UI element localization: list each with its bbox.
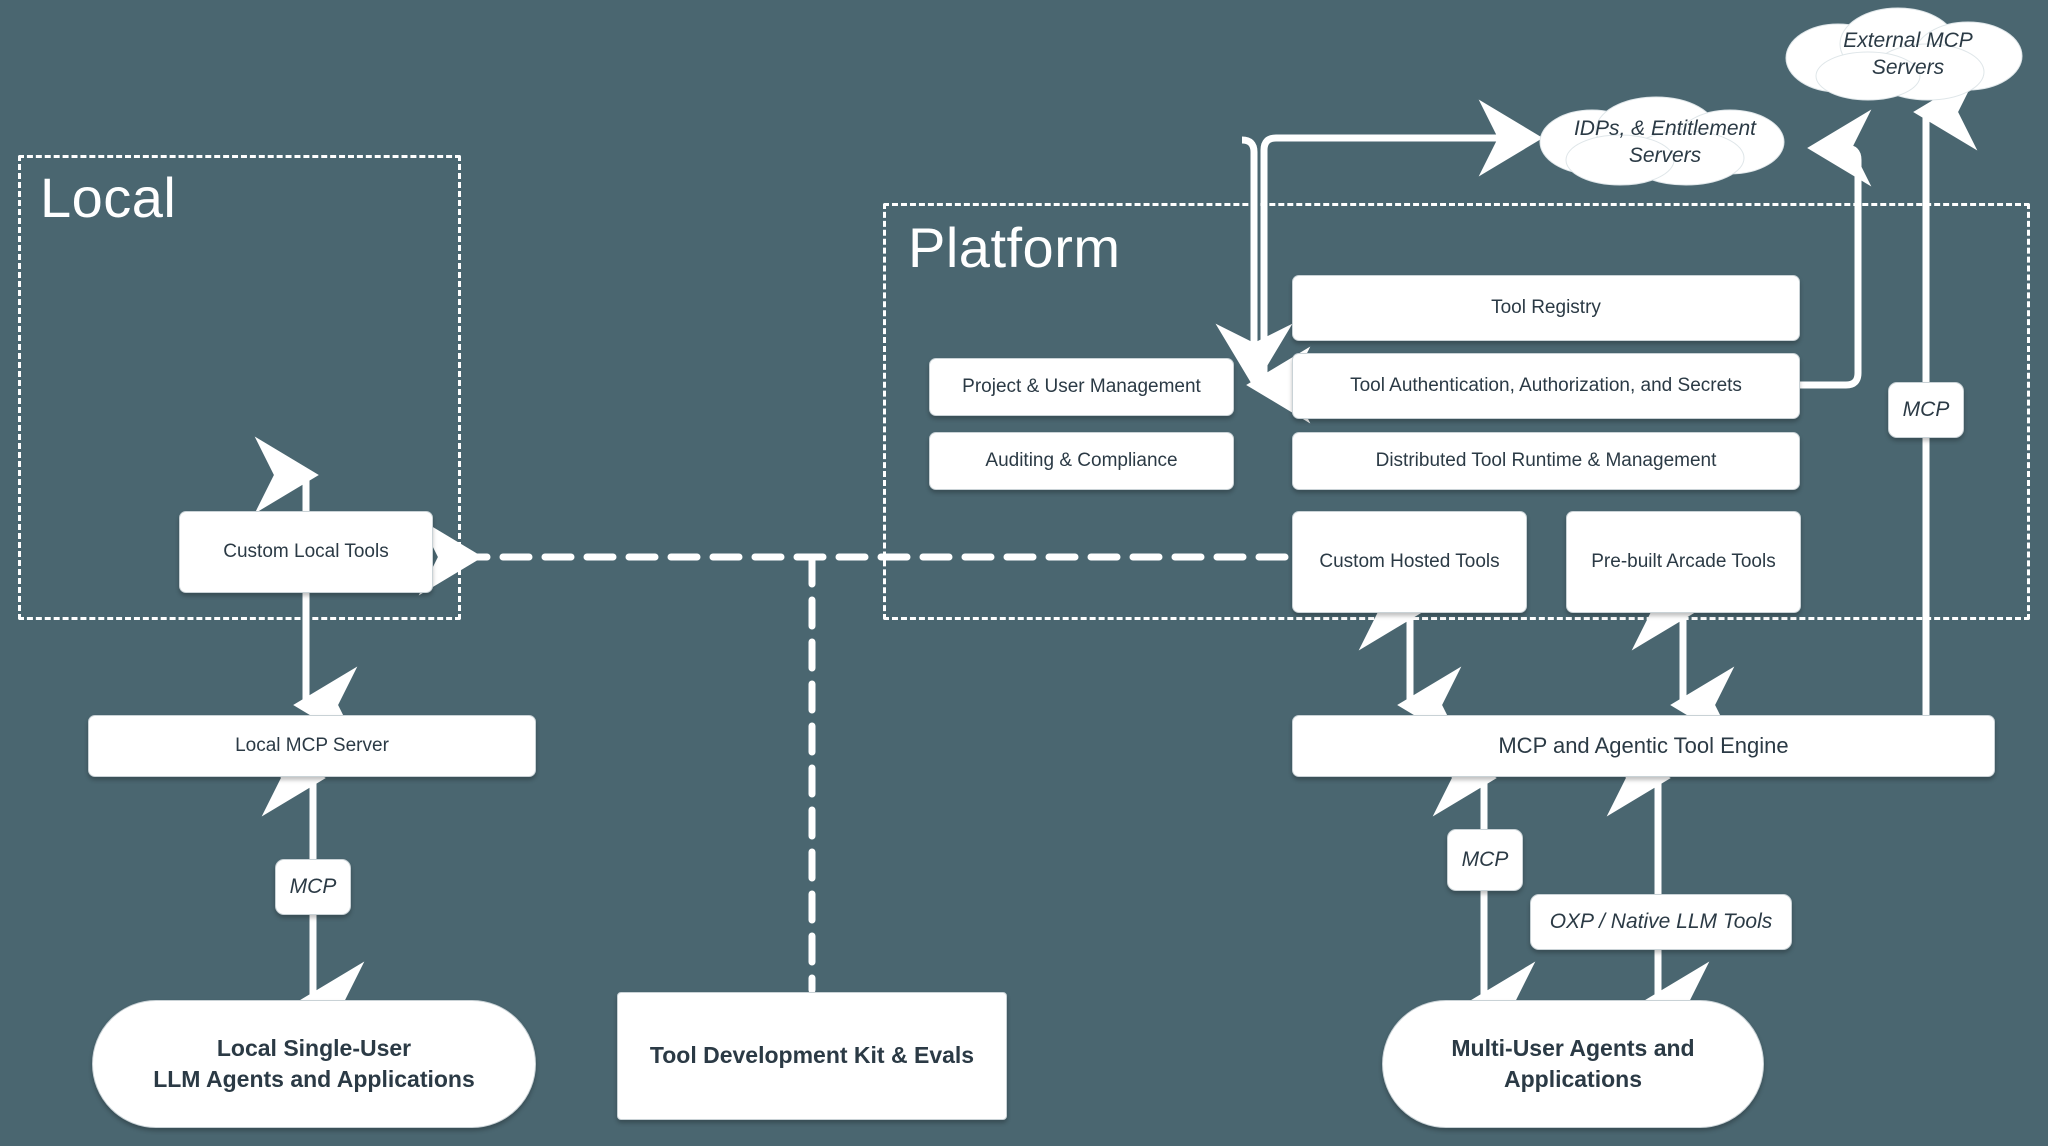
node-multi-user-agents-line1: Multi-User Agents and	[1451, 1034, 1695, 1061]
node-tool-registry[interactable]: Tool Registry	[1292, 275, 1800, 341]
cloud-external-mcp-servers: External MCP Servers	[1778, 6, 2038, 102]
zone-local	[18, 155, 461, 620]
tag-mcp-external[interactable]: MCP	[1888, 382, 1964, 438]
cloud-shape-external	[1785, 7, 2023, 101]
node-local-mcp-server[interactable]: Local MCP Server	[88, 715, 536, 777]
node-custom-hosted-tools-label: Custom Hosted Tools	[1319, 551, 1500, 573]
node-tool-development-kit[interactable]: Tool Development Kit & Evals	[617, 992, 1007, 1120]
node-mcp-agentic-tool-engine-label: MCP and Agentic Tool Engine	[1498, 733, 1789, 759]
zone-platform-title: Platform	[908, 216, 1121, 279]
cloud-external-mcp-servers-label: External MCP Servers	[1843, 28, 1973, 79]
tag-mcp-local-label: MCP	[289, 874, 337, 898]
node-auditing-compliance-label: Auditing & Compliance	[985, 450, 1178, 472]
node-local-mcp-server-label: Local MCP Server	[235, 735, 389, 757]
tag-mcp-platform-label: MCP	[1461, 847, 1509, 871]
node-custom-local-tools[interactable]: Custom Local Tools	[179, 511, 433, 593]
node-tool-authentication-label: Tool Authentication, Authorization, and …	[1350, 375, 1742, 397]
tag-oxp-native-llm-tools-label: OXP / Native LLM Tools	[1549, 909, 1773, 933]
node-multi-user-agents-applications[interactable]: Multi-User Agents and Applications	[1382, 1000, 1764, 1128]
node-distributed-tool-runtime-management[interactable]: Distributed Tool Runtime & Management	[1292, 432, 1800, 490]
zone-local-title: Local	[40, 166, 177, 229]
node-tool-development-kit-label: Tool Development Kit & Evals	[649, 1042, 975, 1069]
node-tool-registry-label: Tool Registry	[1491, 297, 1601, 319]
node-tool-authentication-authorization-secrets[interactable]: Tool Authentication, Authorization, and …	[1292, 353, 1800, 419]
node-custom-local-tools-label: Custom Local Tools	[223, 541, 389, 563]
node-project-user-management[interactable]: Project & User Management	[929, 358, 1234, 416]
node-prebuilt-arcade-tools[interactable]: Pre-built Arcade Tools	[1566, 511, 1801, 613]
node-mcp-agentic-tool-engine[interactable]: MCP and Agentic Tool Engine	[1292, 715, 1995, 777]
tag-mcp-external-label: MCP	[1902, 397, 1950, 421]
node-distributed-tool-runtime-label: Distributed Tool Runtime & Management	[1375, 450, 1717, 472]
tag-oxp-native-llm-tools[interactable]: OXP / Native LLM Tools	[1530, 894, 1792, 950]
node-project-user-management-label: Project & User Management	[962, 376, 1201, 398]
cloud-idps-entitlement-servers-label: IDPs, & Entitlement Servers	[1573, 116, 1757, 167]
cloud-shape-idps	[1539, 96, 1785, 186]
cloud-idps-entitlement-servers: IDPs, & Entitlement Servers	[1534, 96, 1796, 188]
node-auditing-compliance[interactable]: Auditing & Compliance	[929, 432, 1234, 490]
node-local-agents-line2: LLM Agents and Applications	[153, 1066, 475, 1092]
node-local-agents-applications[interactable]: Local Single-User LLM Agents and Applica…	[92, 1000, 536, 1128]
tag-mcp-local[interactable]: MCP	[275, 859, 351, 915]
tag-mcp-platform[interactable]: MCP	[1447, 829, 1523, 891]
node-custom-hosted-tools[interactable]: Custom Hosted Tools	[1292, 511, 1527, 613]
node-local-agents-line1: Local Single-User	[216, 1034, 412, 1061]
node-prebuilt-arcade-tools-label: Pre-built Arcade Tools	[1591, 551, 1776, 573]
node-multi-user-agents-line2: Applications	[1503, 1066, 1642, 1092]
